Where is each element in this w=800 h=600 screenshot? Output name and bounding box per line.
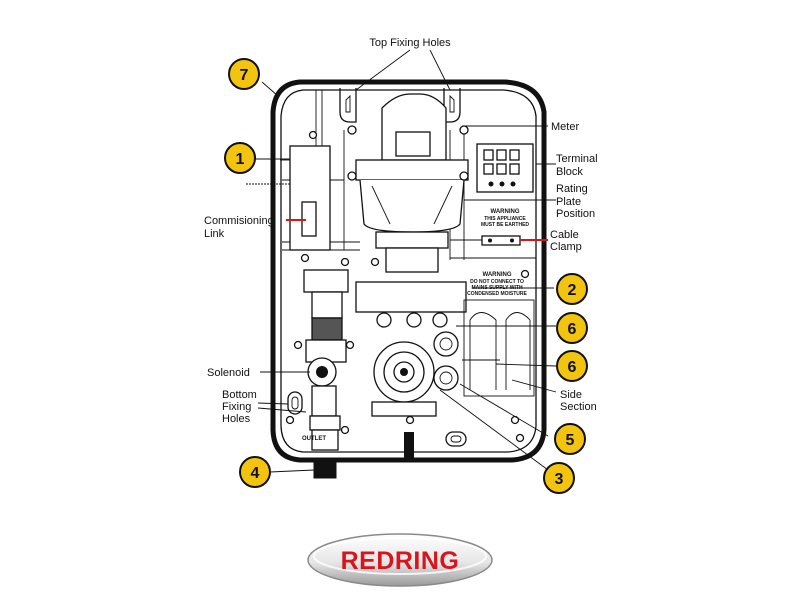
unit-body	[270, 79, 547, 463]
callout-badge-1: 1	[224, 142, 256, 174]
label-meter: Meter	[551, 121, 579, 133]
label-bottom-line-1: Bottom	[222, 389, 257, 401]
meter-assembly	[347, 93, 469, 273]
svg-text:4: 4	[251, 465, 260, 482]
brand-name: REDRING	[341, 547, 460, 575]
label-solenoid: Solenoid	[207, 367, 250, 379]
side-section	[462, 299, 535, 397]
label-cable-line-1: Cable	[550, 229, 579, 241]
label-commissioning-line-2: Link	[204, 228, 225, 240]
leader-lines	[256, 49, 557, 473]
label-commissioning-line-1: Commisioning	[204, 215, 274, 227]
text-labels: Top Fixing Holes Meter Terminal Block Ra…	[204, 37, 598, 425]
svg-text:3: 3	[555, 471, 564, 488]
svg-text:5: 5	[566, 432, 575, 449]
svg-text:6: 6	[568, 321, 577, 338]
label-bottom-line-3: Holes	[222, 413, 251, 425]
warning-upper-line-1: WARNING	[491, 209, 520, 215]
warning-lower-line-4: CONDENSED MOISTURE	[467, 291, 527, 297]
callout-badge-6-upper: 6	[556, 312, 588, 344]
label-bottom-line-2: Fixing	[222, 401, 251, 413]
svg-text:1: 1	[236, 151, 245, 168]
label-side-line-2: Section	[560, 401, 597, 413]
label-rating-line-3: Position	[556, 208, 595, 220]
top-fixing-hole-brackets	[339, 88, 461, 123]
svg-text:2: 2	[568, 282, 577, 299]
callout-badge-6-lower: 6	[556, 350, 588, 382]
label-top-fixing-holes: Top Fixing Holes	[369, 37, 451, 49]
warning-lower-line-2: DO NOT CONNECT TO	[470, 279, 524, 285]
warning-plate-upper: WARNING THIS APPLIANCE MUST BE EARTHED	[481, 209, 529, 228]
label-rating-line-2: Plate	[556, 196, 581, 208]
commissioning-link-module	[246, 145, 331, 251]
warning-upper-line-3: MUST BE EARTHED	[481, 222, 529, 228]
label-cable-line-2: Clamp	[550, 241, 582, 253]
bottom-fixing-holes	[287, 391, 467, 447]
callout-badge-4: 4	[239, 456, 271, 488]
valve-assembly	[355, 281, 467, 458]
warning-upper-line-2: THIS APPLIANCE	[484, 216, 526, 222]
callout-badge-3: 3	[543, 462, 575, 494]
terminal-block	[476, 143, 534, 193]
svg-text:6: 6	[568, 359, 577, 376]
label-terminal-line-1: Terminal	[556, 153, 598, 165]
callout-badge-5: 5	[554, 423, 586, 455]
redring-logo: REDRING	[307, 533, 493, 587]
label-side-line-1: Side	[560, 389, 582, 401]
label-rating-line-1: Rating	[556, 183, 588, 195]
solenoid-assembly: OUTLET	[302, 269, 349, 479]
label-terminal-line-2: Block	[556, 166, 583, 178]
callout-badge-2: 2	[556, 273, 588, 305]
warning-plate-lower: WARNING DO NOT CONNECT TO MAINS SUPPLY W…	[467, 272, 527, 297]
callout-badge-7: 7	[228, 58, 260, 90]
svg-text:7: 7	[240, 67, 249, 84]
outlet-label: OUTLET	[302, 436, 326, 442]
warning-lower-line-1: WARNING	[483, 272, 512, 278]
cable-clamp	[481, 235, 521, 246]
